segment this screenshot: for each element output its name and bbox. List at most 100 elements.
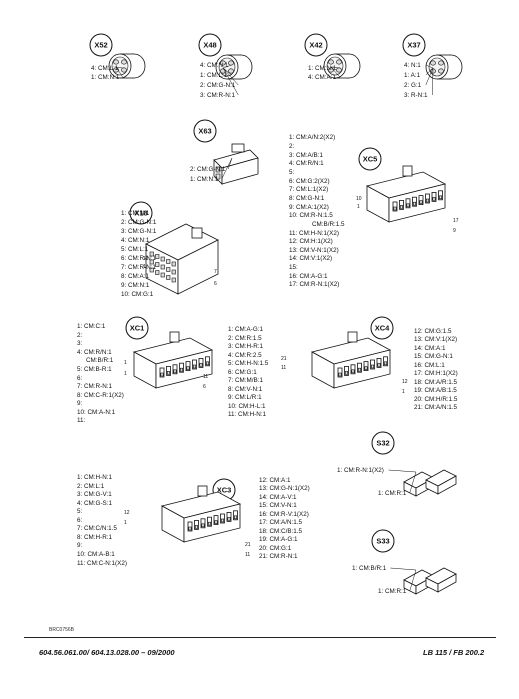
terminal-slot [220,513,225,524]
pin-position-number: 1 [402,389,405,395]
pin-label: 19: CM:A/B:1.5 [414,387,457,394]
pin-label: 5: [77,508,83,515]
pin-label: 13: CM:V:1(X2) [414,336,457,343]
pin-socket [201,523,205,528]
pin-socket [438,68,444,74]
leader-line [425,64,434,69]
terminal-slot [383,356,388,367]
pin-label: 13: CM:G-N:1(X2) [259,485,310,492]
pin-label: 5: CM:L:1 [121,246,149,253]
pin-label: 3: CM:G-N:1 [121,228,157,235]
pin-label: 1: CM:R:1 [378,588,407,595]
leader-line [221,157,233,180]
pin-label: 6: [77,375,83,382]
pin-label: 8: CM:V-N:1 [228,386,263,393]
pin-label: 16: CM:R-V:1(X2) [259,511,309,518]
pin-label: CM:B/R:1 [86,357,114,364]
pin-socket [221,518,225,523]
terminal-slot [405,198,411,209]
pin-socket [425,198,429,203]
pin-label: 8: CM:G-N:1 [289,195,325,202]
pin-socket [406,203,410,208]
pin-position-number: 7 [214,269,217,275]
pin-position-number: 17 [453,218,459,224]
pin-label: 4: CM:A:1 [308,74,336,81]
terminal-slot [418,195,424,206]
pin-socket [155,270,160,275]
pin-socket [171,277,176,283]
connector-tag: S33 [376,537,389,546]
pin-label: 7: CM:C/N:1.5 [77,525,117,532]
connector-tag: X37 [407,41,420,50]
pin-socket [166,267,171,272]
pin-label: 6: CM:G:1 [228,369,257,376]
leader-line [432,67,434,96]
pin-socket [166,275,171,280]
connector-side [177,239,219,295]
pin-label: 14: CM:A:1 [414,345,446,352]
leader-line [388,469,417,473]
leader-line [222,67,239,86]
pin-socket [412,201,416,206]
pin-label: 2: CM:R:1.5 [228,335,262,342]
footer-part-numbers: 604.56.061.00/ 604.13.028.00 – 09/2000 [39,648,175,657]
terminal-slot [425,193,430,204]
connector-face [388,183,446,223]
pin-label: 14: CM:A-V:1 [259,494,297,501]
pin-label: 2: CM:L:1 [77,483,105,490]
leader-line [425,67,434,86]
pin-label: 18: CM:C/B:1.5 [259,528,303,535]
pin-label: 1: CM:A/N:2(X2) [289,134,335,141]
pin-position-number: 6 [214,281,217,287]
pin-label: 17: CM:H:1(X2) [414,370,458,377]
footer-rule [24,637,496,638]
leader-line [222,64,232,69]
pin-label: 15: CM:G-N:1 [414,353,453,360]
pin-socket [206,361,210,366]
pin-socket [199,363,203,367]
pin-socket [383,361,387,366]
pin-socket [377,363,381,367]
pin-socket [166,259,171,264]
connector-face [333,349,391,389]
connector-tag-circle [304,33,328,57]
leader-line [115,66,123,78]
pin-socket [328,59,334,65]
connector-tag: X48 [203,41,216,50]
terminal-slot [192,359,197,370]
connector-tag-circle [129,201,153,225]
pin-label: 12: CM:A:1 [259,477,291,484]
leader-line [390,567,417,571]
pin-label: 9: CM:N:1 [121,282,150,289]
connector-face-inner [428,57,446,77]
pin-label: 1: CM:R:1 [378,490,407,497]
pin-position-number: 6 [203,384,206,390]
pin-label: 1: CM:L:1 [200,72,228,79]
pin-socket [149,251,154,257]
connector-s33: S33 1: CM:B/R:1 1: CM:R:1 [352,529,457,595]
pin-socket [121,59,127,65]
pin-socket [186,366,190,370]
pin-socket [188,526,192,531]
pin-label: CM:B/R:1.5 [312,221,345,228]
pin-label: 2: CM:G-N:1 [121,219,157,226]
pin-label: 1: CM:N:1 [91,74,120,81]
terminal-side [437,573,457,593]
connector-tag: XC3 [217,486,232,495]
pin-socket [215,173,221,180]
pin-socket [393,206,397,211]
terminal-slot [399,199,404,210]
connector-tag-circle [198,33,222,57]
pin-label: 1: CM:B/R:1 [352,565,387,572]
connector-tag-circle [125,316,149,340]
connector-tag: S32 [376,439,389,448]
pin-position-number: 11 [245,552,250,558]
pin-socket [113,59,119,65]
pin-position-number: 1 [124,371,127,377]
